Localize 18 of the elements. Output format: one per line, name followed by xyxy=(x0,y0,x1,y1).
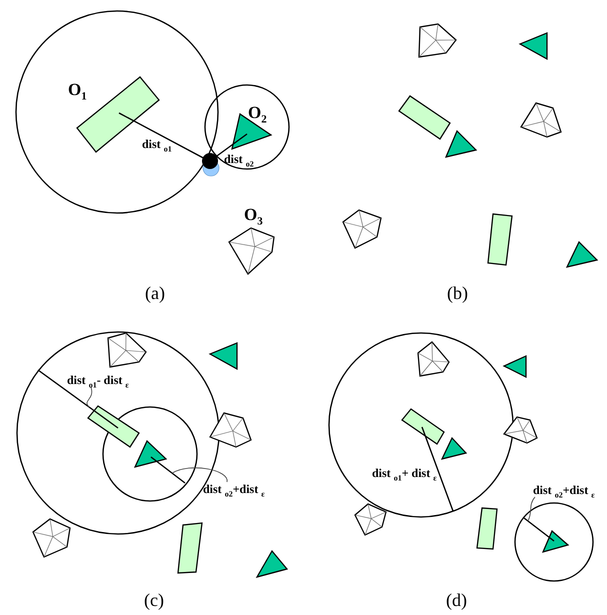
radius-line xyxy=(524,517,554,542)
panel-caption: (c) xyxy=(144,590,164,610)
distance-label: dist $_{o1}$+ dist $_{ε}$ xyxy=(372,466,437,480)
leader-line xyxy=(86,386,92,408)
panel-caption: (b) xyxy=(447,283,468,303)
radius-line xyxy=(150,456,186,484)
distance-label: dist $_{o1}$ xyxy=(142,137,172,151)
panel-caption: (d) xyxy=(446,590,467,610)
leader-line xyxy=(172,467,228,482)
panel-caption: (a) xyxy=(145,283,165,303)
distance-label: dist $_{o2}$+dist $_{ε}$ xyxy=(203,482,265,496)
object-label: O$_{2}$ xyxy=(248,103,267,122)
distance-label: dist $_{o2}$+dist $_{ε}$ xyxy=(533,483,595,497)
distance-label: dist $_{o1}$- dist $_{ε}$ xyxy=(67,373,129,387)
object-label: O$_{1}$ xyxy=(68,80,87,99)
leader-line xyxy=(528,496,536,522)
distance-label: dist $_{o2}$ xyxy=(224,152,254,166)
object-label: O$_{3}$ xyxy=(244,205,263,224)
